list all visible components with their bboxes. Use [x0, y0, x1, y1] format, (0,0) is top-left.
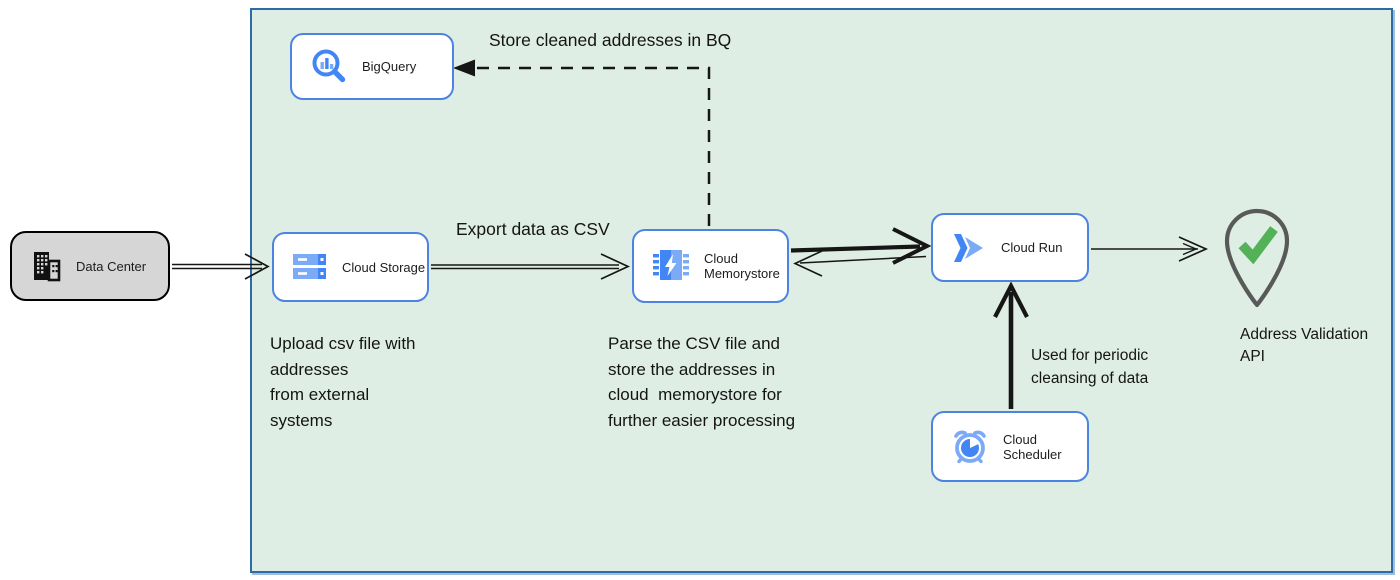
- node-label-data-center: Data Center: [76, 258, 147, 274]
- gcp-boundary-container: [250, 8, 1393, 573]
- annotation-periodic-cleansing: Used for periodic cleansing of data: [1031, 347, 1149, 387]
- annotation-store-cleaned-bq: Store cleaned addresses in BQ: [489, 30, 732, 50]
- annotation-upload-csv: Upload csv file with addresses from exte…: [270, 334, 416, 430]
- cloud-storage-icon: [293, 254, 326, 279]
- node-bigquery: BigQuery: [290, 33, 454, 100]
- node-label-cloud-storage: Cloud Storage: [342, 259, 426, 275]
- node-label-cloud-scheduler: Cloud Scheduler: [1003, 431, 1062, 462]
- memorystore-chip-icon: [653, 250, 689, 280]
- map-pin-check-icon: [1224, 208, 1290, 308]
- node-cloud-storage: Cloud Storage: [272, 232, 429, 302]
- node-cloud-run: Cloud Run: [931, 213, 1089, 282]
- node-address-validation-api: [1221, 208, 1293, 315]
- scheduler-alarm-clock-icon: [954, 430, 986, 463]
- node-cloud-scheduler: Cloud Scheduler: [931, 411, 1089, 482]
- annotation-parse-csv: Parse the CSV file and store the address…: [608, 334, 796, 430]
- node-data-center: Data Center: [10, 231, 170, 301]
- node-cloud-memorystore: Cloud Memorystore: [632, 229, 789, 303]
- cloud-run-icon: [954, 233, 983, 262]
- node-label-bigquery: BigQuery: [362, 59, 417, 74]
- address-validation-api-label: Address Validation API: [1240, 326, 1369, 365]
- node-label-cloud-run: Cloud Run: [1001, 240, 1063, 255]
- building-icon: [34, 252, 61, 282]
- bigquery-magnifier-icon: [312, 49, 346, 82]
- annotation-export-csv: Export data as CSV: [456, 219, 610, 239]
- node-label-cloud-memorystore: Cloud Memorystore: [704, 251, 780, 281]
